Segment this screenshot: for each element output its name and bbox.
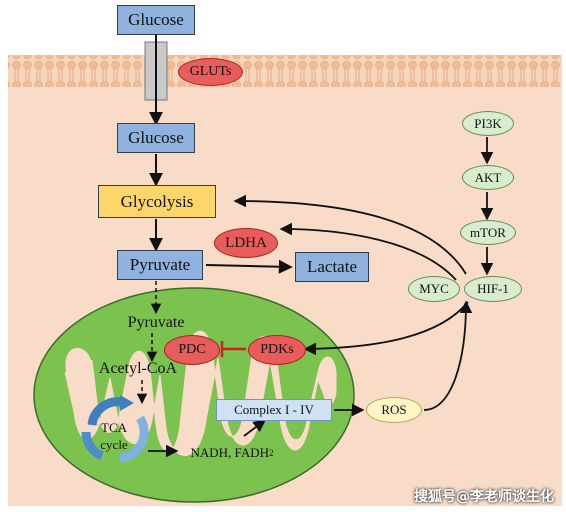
fadh-subscript: 2 [268, 448, 274, 458]
arrow-hif-ldha [279, 222, 457, 281]
pyruvate-mito-label: Pyruvate [127, 314, 185, 331]
tca-arc-top [87, 397, 123, 426]
pi3k-node: PI3K [462, 111, 514, 136]
pdks-node: PDKs [248, 335, 306, 365]
tca-arc-right [119, 415, 149, 463]
gluts-node: GLUTs [178, 58, 243, 86]
glucose-outside-node: Glucose [117, 5, 195, 35]
arrow-hif-glycolysis [233, 194, 467, 275]
mtor-node: mTOR [460, 220, 516, 245]
arrow-hif-pdks [303, 301, 469, 356]
watermark: 搜狐号@李老师谈生化 [414, 489, 554, 505]
glucose-inside-node: Glucose [117, 123, 195, 153]
tca-arc-left [81, 431, 105, 461]
pyruvate-cyto-node: Pyruvate [117, 250, 203, 280]
arrow-pyruvate-lactate [205, 259, 293, 274]
acetyl-coa-label: Acetyl-CoA [98, 360, 178, 377]
ros-node: ROS [366, 397, 422, 423]
arrow-ros-hif1 [423, 300, 473, 411]
tca-arrowhead [120, 395, 134, 411]
nadh-fadh-text: NADH, FADH [190, 445, 269, 460]
myc-node: MYC [408, 276, 460, 302]
pdc-node: PDC [164, 335, 220, 365]
lactate-node: Lactate [295, 252, 369, 282]
crista-edge [63, 345, 93, 373]
tca-label-line1: TCA [101, 420, 127, 435]
ldha-node: LDHA [214, 228, 278, 258]
tca-label-line2: cycle [100, 437, 128, 452]
arrow-nadh-complex [243, 419, 267, 437]
complex-node: Complex I - IV [216, 399, 332, 421]
membrane-lipids [8, 55, 562, 87]
glycolysis-node: Glycolysis [98, 185, 216, 218]
hif1-node: HIF-1 [464, 276, 522, 302]
akt-node: AKT [462, 165, 514, 190]
